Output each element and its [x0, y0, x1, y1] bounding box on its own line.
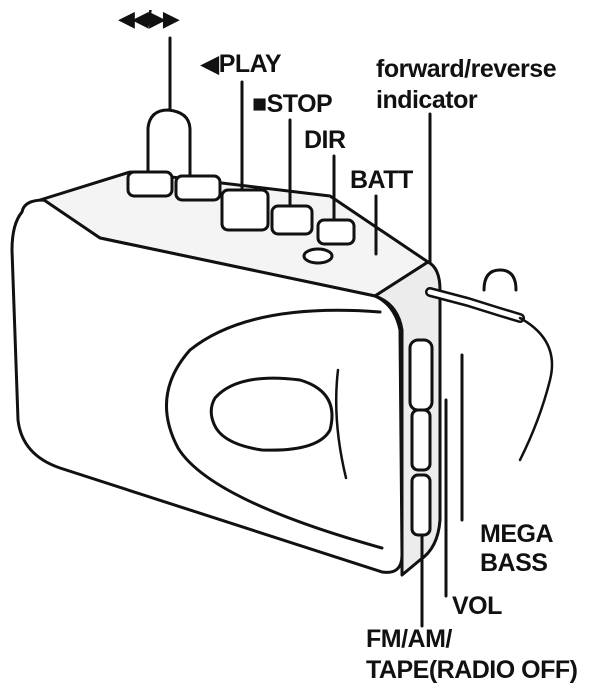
play-label: ◀PLAY — [200, 50, 282, 78]
headphone-cable — [518, 316, 554, 462]
forward-reverse-indicator-label: forward/reverse indicator — [376, 54, 557, 115]
batt-label: BATT — [350, 166, 413, 194]
dir-button-shape — [316, 218, 356, 246]
fm-am-tape-switch — [410, 473, 432, 537]
forward-reverse-line: forward/reverse — [376, 55, 557, 83]
vol-label: VOL — [452, 592, 502, 620]
play-button-shape — [220, 188, 270, 232]
vol-wheel — [408, 338, 434, 412]
mega-bass-label: MEGA BASS — [480, 520, 554, 578]
headphones-icon — [482, 268, 518, 292]
cassette-window — [209, 376, 334, 452]
indicator-lamp — [302, 247, 334, 265]
stop-label: ■STOP — [252, 90, 333, 118]
device-body — [10, 198, 404, 574]
fm-am-tape-label: FM/AM/ TAPE(RADIO OFF) — [366, 624, 578, 685]
ffrew-buttons — [126, 108, 222, 202]
mega-line: MEGA — [480, 520, 554, 548]
tape-radio-off-line: TAPE(RADIO OFF) — [366, 655, 578, 684]
bass-line: BASS — [480, 548, 548, 577]
indicator-line: indicator — [376, 85, 478, 114]
dir-label: DIR — [304, 126, 346, 154]
fm-am-line: FM/AM/ — [366, 625, 452, 653]
stop-button-shape — [270, 204, 314, 236]
ff-rew-label: ◀◀/▶▶ — [118, 6, 180, 31]
cassette-window-frame — [165, 308, 384, 550]
mega-bass-switch — [410, 408, 432, 472]
